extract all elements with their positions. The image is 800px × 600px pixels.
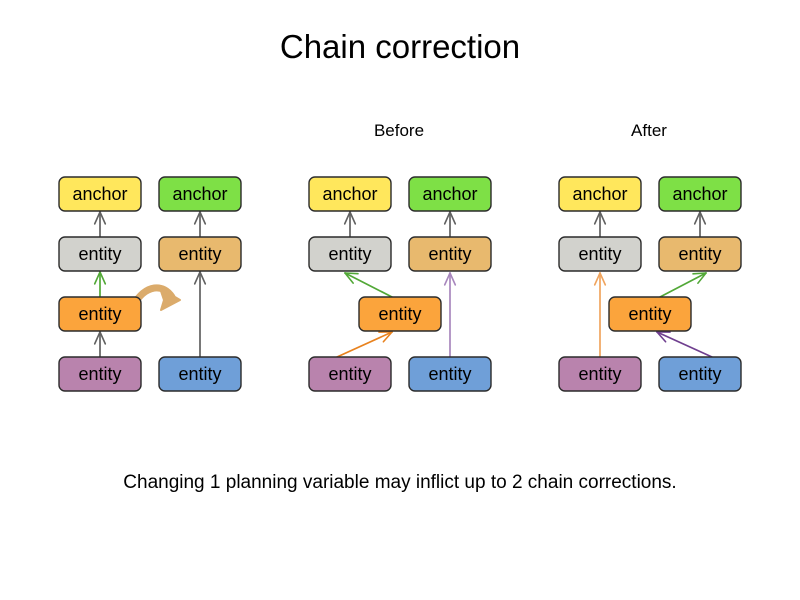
node-box[interactable]	[408, 356, 492, 392]
node-g2-entity-blue[interactable]: entity	[408, 356, 492, 392]
node-g2-entity-gray[interactable]: entity	[308, 236, 392, 272]
group-label-before: Before	[373, 121, 425, 140]
node-box[interactable]	[58, 176, 142, 212]
node-g1-anchor-left[interactable]: anchor	[58, 176, 142, 212]
arrow-g1-entity-gray-to-g1-anchor-left	[93, 211, 107, 238]
node-g2-anchor-right[interactable]: anchor	[408, 176, 492, 212]
node-box[interactable]	[608, 296, 692, 332]
node-box[interactable]	[558, 176, 642, 212]
slide-caption: Changing 1 planning variable may inflict…	[123, 472, 677, 493]
arrow-g2-entity-blue-to-g2-entity-tan	[443, 272, 457, 358]
node-label: entity	[428, 244, 471, 264]
node-label: anchor	[172, 184, 227, 204]
arrow-g2-entity-purple-to-g2-entity-orange	[336, 331, 393, 358]
node-box[interactable]	[658, 356, 742, 392]
node-g3-anchor-left[interactable]: anchor	[558, 176, 642, 212]
node-g2-anchor-left[interactable]: anchor	[308, 176, 392, 212]
node-g2-entity-purple[interactable]: entity	[308, 356, 392, 392]
node-g1-entity-orange[interactable]: entity	[58, 296, 142, 332]
node-g3-entity-tan[interactable]: entity	[658, 236, 742, 272]
node-label: entity	[578, 244, 621, 264]
node-g3-anchor-right[interactable]: anchor	[658, 176, 742, 212]
node-label: entity	[328, 364, 371, 384]
node-label: entity	[628, 304, 671, 324]
group-label-after: After	[631, 121, 667, 140]
node-box[interactable]	[158, 176, 242, 212]
node-g1-entity-tan[interactable]: entity	[158, 236, 242, 272]
node-box[interactable]	[158, 356, 242, 392]
node-label: entity	[78, 244, 121, 264]
node-label: entity	[178, 364, 221, 384]
node-g3-entity-gray[interactable]: entity	[558, 236, 642, 272]
arrow-g2-entity-tan-to-g2-anchor-right	[443, 211, 457, 238]
node-label: entity	[578, 364, 621, 384]
node-g1-entity-blue[interactable]: entity	[158, 356, 242, 392]
node-box[interactable]	[158, 236, 242, 272]
node-box[interactable]	[558, 236, 642, 272]
page-title: Chain correction	[279, 28, 521, 65]
node-label: entity	[378, 304, 421, 324]
node-box[interactable]	[58, 296, 142, 332]
node-box[interactable]	[658, 236, 742, 272]
node-g3-entity-purple[interactable]: entity	[558, 356, 642, 392]
node-g2-entity-tan[interactable]: entity	[408, 236, 492, 272]
node-label: entity	[178, 244, 221, 264]
arrow-g1-entity-orange-to-g1-entity-gray	[93, 271, 107, 298]
node-label: entity	[78, 364, 121, 384]
arrow-g3-entity-purple-to-g3-entity-gray	[593, 272, 607, 358]
node-g1-anchor-right[interactable]: anchor	[158, 176, 242, 212]
node-label: entity	[328, 244, 371, 264]
node-label: entity	[78, 304, 121, 324]
arrow-g2-entity-orange-to-g2-entity-gray	[344, 272, 393, 298]
node-g3-entity-orange[interactable]: entity	[608, 296, 692, 332]
node-label: anchor	[72, 184, 127, 204]
node-label: entity	[428, 364, 471, 384]
node-box[interactable]	[308, 176, 392, 212]
arrow-g3-entity-orange-to-g3-entity-tan	[659, 272, 707, 298]
node-box[interactable]	[408, 236, 492, 272]
node-label: anchor	[572, 184, 627, 204]
arrow-g1-entity-purple-to-g1-entity-orange	[93, 331, 107, 358]
node-label: anchor	[322, 184, 377, 204]
arrow-g1-entity-tan-to-g1-anchor-right	[193, 211, 207, 238]
node-label: entity	[678, 244, 721, 264]
arrow-g2-entity-gray-to-g2-anchor-left	[343, 211, 357, 238]
node-g1-entity-purple[interactable]: entity	[58, 356, 142, 392]
node-g2-entity-orange[interactable]: entity	[358, 296, 442, 332]
node-box[interactable]	[358, 296, 442, 332]
node-box[interactable]	[308, 236, 392, 272]
node-g1-entity-gray[interactable]: entity	[58, 236, 142, 272]
node-g3-entity-blue[interactable]: entity	[658, 356, 742, 392]
node-box[interactable]	[308, 356, 392, 392]
arrow-g3-entity-blue-to-g3-entity-orange	[656, 331, 713, 358]
arrow-g3-entity-tan-to-g3-anchor-right	[693, 211, 707, 238]
node-box[interactable]	[408, 176, 492, 212]
arrow-g3-entity-gray-to-g3-anchor-left	[593, 211, 607, 238]
node-label: entity	[678, 364, 721, 384]
arrow-g1-entity-blue-to-g1-entity-tan	[193, 271, 207, 358]
node-box[interactable]	[558, 356, 642, 392]
node-box[interactable]	[58, 356, 142, 392]
node-box[interactable]	[658, 176, 742, 212]
node-label: anchor	[422, 184, 477, 204]
node-label: anchor	[672, 184, 727, 204]
node-box[interactable]	[58, 236, 142, 272]
